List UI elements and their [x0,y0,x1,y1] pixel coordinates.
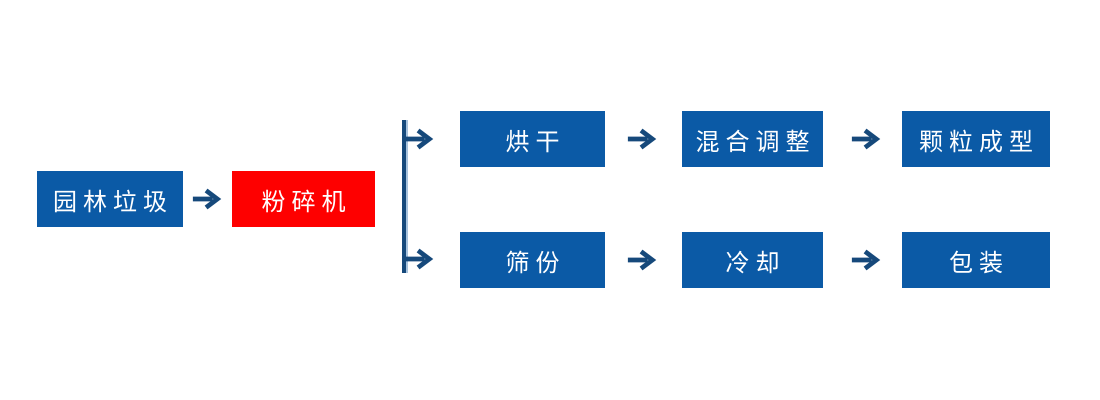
right-arrow-icon [627,249,657,271]
flow-node-drying: 烘干 [460,111,605,167]
right-arrow-icon [192,188,222,210]
flow-node-cooling: 冷却 [682,232,823,288]
branch-arrow-top-icon [403,128,434,150]
right-arrow-icon [851,249,881,271]
flow-node-mixing-adjustment: 混合调整 [682,111,823,167]
flow-node-pellet-forming: 颗粒成型 [902,111,1050,167]
flow-node-garden-waste: 园林垃圾 [37,171,183,227]
flow-node-sieving: 筛份 [460,232,605,288]
branch-line [402,120,408,273]
flow-node-crusher: 粉碎机 [232,171,375,227]
flow-node-packaging: 包装 [902,232,1050,288]
right-arrow-icon [851,128,881,150]
branch-arrow-bottom-icon [403,248,434,270]
right-arrow-icon [627,128,657,150]
